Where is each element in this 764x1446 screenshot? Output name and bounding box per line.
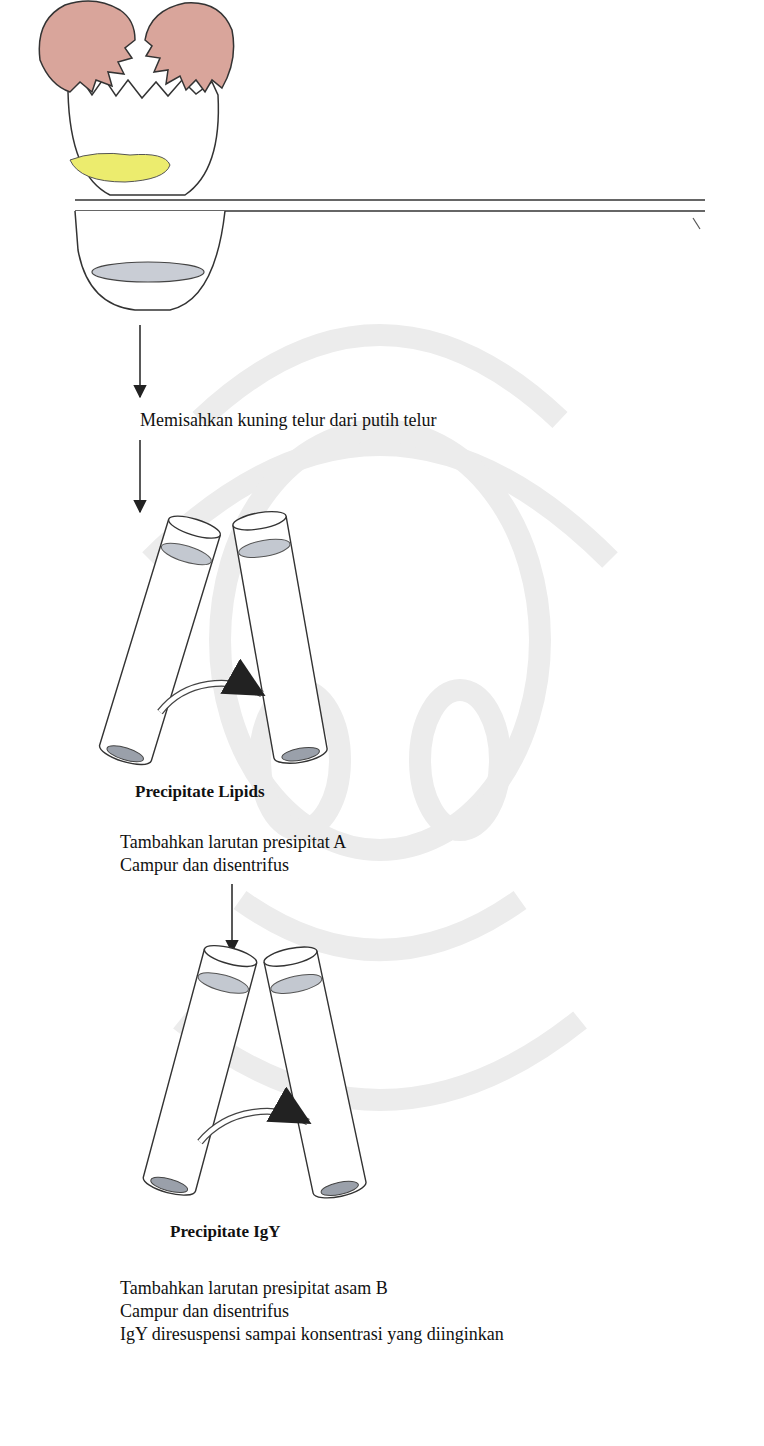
- step-text: Campur dan disentrifus: [120, 855, 289, 877]
- label-text: Tambahkan larutan presipitat asam B: [120, 1278, 388, 1298]
- tube-body: [264, 951, 368, 1202]
- label-text: Campur dan disentrifus: [120, 855, 289, 875]
- centrifuge-tube: [262, 943, 367, 1202]
- spin-arrow: [160, 683, 262, 712]
- egg-yolk: [70, 153, 170, 182]
- watermark: [150, 335, 610, 1100]
- egg-shell-right: [145, 3, 234, 92]
- flow-arrow: [139, 440, 141, 512]
- spin-arrow: [160, 683, 262, 712]
- step-text: Memisahkan kuning telur dari putih telur: [140, 410, 436, 432]
- centrifuge-tube: [141, 941, 259, 1199]
- tube-mouth: [166, 512, 222, 543]
- centrifuge-tube: [97, 512, 223, 770]
- egg-white: [92, 262, 204, 282]
- label-text: Precipitate IgY: [170, 1222, 281, 1241]
- step-text: IgY diresuspensi sampai konsentrasi yang…: [120, 1324, 504, 1346]
- tube-body: [233, 516, 329, 767]
- rule-line: [75, 199, 705, 200]
- step-text: Tambahkan larutan presipitat asam B: [120, 1278, 388, 1300]
- label-text: Precipitate Lipids: [135, 782, 265, 801]
- stage-title: Precipitate Lipids: [135, 782, 265, 802]
- flow-arrow: [231, 884, 233, 952]
- tick-mark: [693, 218, 700, 229]
- step-text: Campur dan disentrifus: [120, 1301, 289, 1323]
- centrifuge-tube: [232, 508, 329, 767]
- liquid-level: [159, 539, 213, 570]
- label-text: Tambahkan larutan presipitat A: [120, 832, 346, 852]
- label-text: Campur dan disentrifus: [120, 1301, 289, 1321]
- tube-body: [141, 949, 257, 1200]
- tube-group: [97, 508, 368, 1202]
- label-text: Memisahkan kuning telur dari putih telur: [140, 410, 436, 430]
- egg-shell-left: [39, 1, 135, 92]
- spin-arrow: [200, 1111, 308, 1142]
- spin-arrow: [200, 1111, 308, 1142]
- pellet: [281, 745, 321, 763]
- liquid-level: [237, 536, 291, 561]
- pellet: [105, 743, 145, 766]
- pellet: [149, 1174, 189, 1195]
- stage-title: Precipitate IgY: [170, 1222, 281, 1242]
- tube-body: [97, 519, 220, 769]
- egg-shell-cup: [68, 78, 218, 195]
- tube-mouth: [262, 943, 318, 970]
- bowl: [75, 211, 225, 310]
- tube-mouth: [232, 508, 288, 533]
- step-text: Tambahkan larutan presipitat A: [120, 832, 346, 854]
- label-text: IgY diresuspensi sampai konsentrasi yang…: [120, 1324, 504, 1344]
- liquid-level: [196, 969, 250, 998]
- tube-mouth: [202, 941, 258, 970]
- pellet: [320, 1179, 360, 1199]
- flow-arrow: [139, 325, 141, 397]
- liquid-level: [269, 971, 323, 997]
